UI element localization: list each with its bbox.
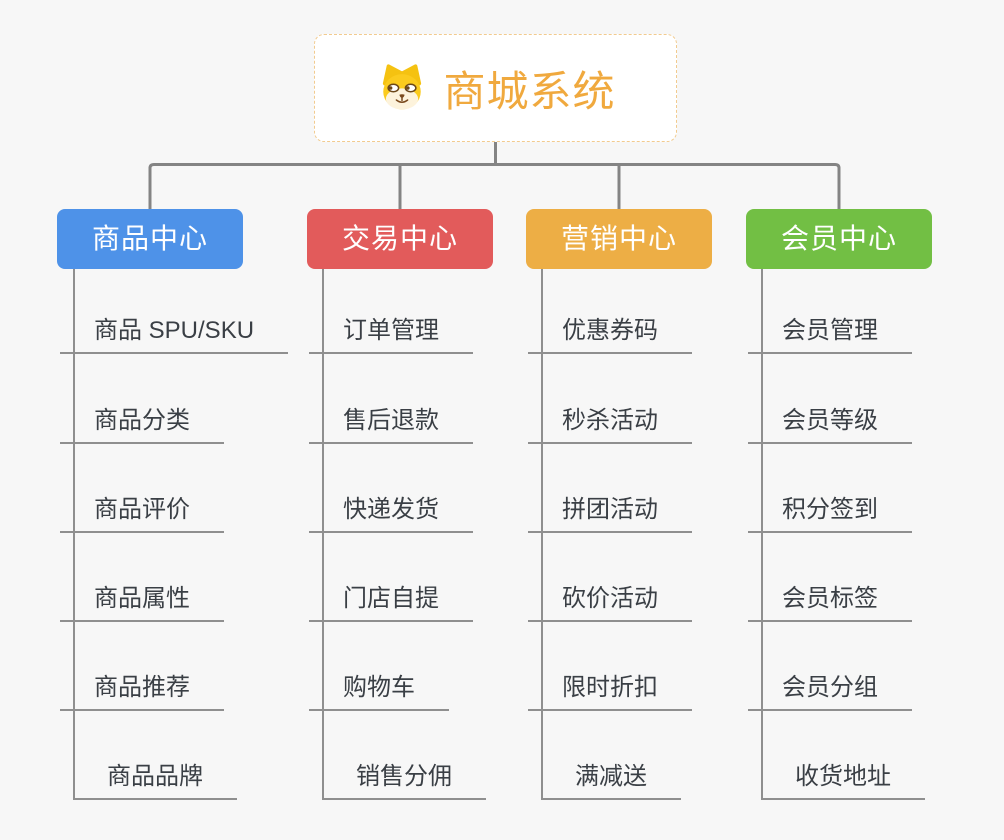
root-title: 商城系统 <box>443 67 616 115</box>
branch-trunk <box>73 269 75 800</box>
branch-trunk <box>761 269 763 800</box>
leaf-item[interactable]: 积分签到 <box>748 494 912 533</box>
branch-header-trade-center[interactable]: 交易中心 <box>307 209 493 269</box>
branch-header-product-center[interactable]: 商品中心 <box>57 209 243 269</box>
leaf-item[interactable]: 砍价活动 <box>528 583 692 622</box>
leaf-item[interactable]: 拼团活动 <box>528 494 692 533</box>
leaf-item[interactable]: 会员分组 <box>748 672 912 711</box>
leaf-item[interactable]: 优惠券码 <box>528 315 692 354</box>
leaf-item[interactable]: 商品分类 <box>60 405 224 444</box>
leaf-item[interactable]: 商品推荐 <box>60 672 224 711</box>
leaf-item[interactable]: 会员管理 <box>748 315 912 354</box>
leaf-item[interactable]: 购物车 <box>309 672 449 711</box>
leaf-item[interactable]: 商品评价 <box>60 494 224 533</box>
leaf-item[interactable]: 秒杀活动 <box>528 405 692 444</box>
leaf-item[interactable]: 门店自提 <box>309 583 473 622</box>
leaf-item[interactable]: 收货地址 <box>761 761 925 800</box>
branch-header-member-center[interactable]: 会员中心 <box>746 209 932 269</box>
branch-trunk <box>322 269 324 800</box>
leaf-item[interactable]: 会员等级 <box>748 405 912 444</box>
leaf-item[interactable]: 销售分佣 <box>322 761 486 800</box>
root-node[interactable]: 商城系统 <box>314 34 677 142</box>
leaf-item[interactable]: 快递发货 <box>309 494 473 533</box>
leaf-item[interactable]: 订单管理 <box>309 315 473 354</box>
dog-face-icon <box>375 61 429 115</box>
branch-trunk <box>541 269 543 800</box>
leaf-item[interactable]: 商品 SPU/SKU <box>60 315 289 354</box>
leaf-item[interactable]: 商品品牌 <box>73 761 237 800</box>
leaf-item[interactable]: 商品属性 <box>60 583 224 622</box>
leaf-item[interactable]: 限时折扣 <box>528 672 692 711</box>
leaf-item[interactable]: 售后退款 <box>309 405 473 444</box>
leaf-item[interactable]: 会员标签 <box>748 583 912 622</box>
branch-header-marketing-center[interactable]: 营销中心 <box>526 209 712 269</box>
leaf-item[interactable]: 满减送 <box>541 761 681 800</box>
